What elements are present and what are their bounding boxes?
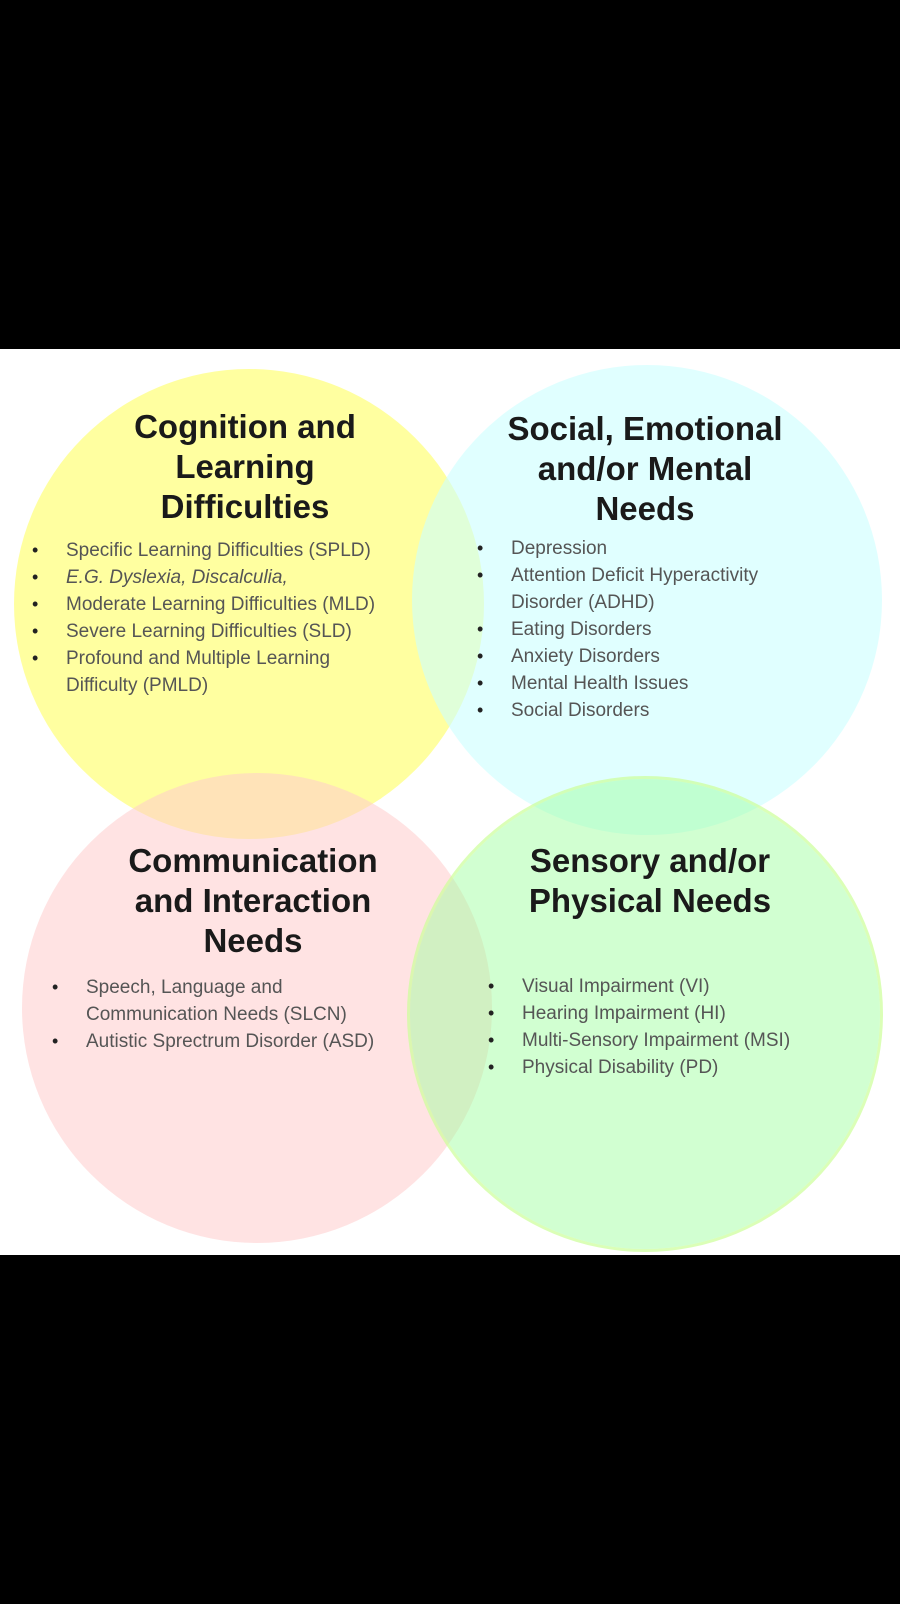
title-line: Social, Emotional [507,410,783,447]
list-item: • Specific Learning Difficulties (SPLD) [30,537,450,564]
bullet-icon: • [477,619,484,639]
bullet-icon: • [32,648,39,668]
bullet-icon: • [32,540,39,560]
list-item-text: Anxiety Disorders [511,646,660,667]
list-item: • Attention Deficit Hyperactivity Disorde… [475,562,815,616]
title-line: Physical Needs [528,882,772,919]
bullet-icon: • [477,565,484,585]
list-item: • Visual Impairment (VI) [486,973,866,1000]
circle-cognition [14,369,484,839]
list-item-text: Mental Health Issues [511,673,689,694]
title-line: Learning [175,448,315,485]
bullet-icon: • [477,646,484,666]
list-item-text: Eating Disorders [511,619,652,640]
list-item-text: Profound and Multiple Learning Difficult… [66,648,331,696]
title-line: Cognition and [134,408,356,445]
bullet-icon: • [32,621,39,641]
title-line: and/or Mental [537,450,753,487]
list-item: • Moderate Learning Difficulties (MLD) [30,591,450,618]
list-item: • Severe Learning Difficulties (SLD) [30,618,450,645]
list-item: • Mental Health Issues [475,670,815,697]
list-item: • Eating Disorders [475,616,815,643]
diagram-panel: Cognition and Learning Difficulties • Spe… [0,349,900,1255]
list-item: • Physical Disability (PD) [486,1054,866,1081]
title-line: Needs [595,490,695,527]
list-item-text: Visual Impairment (VI) [522,976,710,997]
circle-communication [22,773,492,1243]
list-item: • Hearing Impairment (HI) [486,1000,866,1027]
bullet-icon: • [488,1030,495,1050]
social-list: • Depression • Attention Deficit Hyperacti… [475,535,815,724]
list-item-text: Specific Learning Difficulties (SPLD) [66,540,371,561]
list-item-text: Severe Learning Difficulties (SLD) [66,621,352,642]
list-item: • Multi-Sensory Impairment (MSI) [486,1027,866,1054]
cognition-title: Cognition and Learning Difficulties [60,407,430,527]
cognition-list: • Specific Learning Difficulties (SPLD) •… [30,537,450,699]
sensory-list: • Visual Impairment (VI) • Hearing Impairm… [486,973,866,1081]
bullet-icon: • [32,594,39,614]
list-item-text: Multi-Sensory Impairment (MSI) [522,1030,791,1051]
list-item-text: Social Disorders [511,700,650,721]
communication-list: • Speech, Language and Communication Need… [50,974,430,1055]
list-item-text: Attention Deficit Hyperactivity Disorder… [511,565,759,613]
title-line: Needs [203,922,303,959]
title-line: Sensory and/or [529,842,771,879]
bullet-icon: • [32,567,39,587]
list-item: • Autistic Sprectrum Disorder (ASD) [50,1028,430,1055]
sensory-title: Sensory and/or Physical Needs [465,841,835,921]
title-line: Difficulties [160,488,330,525]
title-line: Communication [128,842,378,879]
list-item-text: Autistic Sprectrum Disorder (ASD) [86,1031,375,1052]
list-item-text: Physical Disability (PD) [522,1057,719,1078]
circle-social [412,365,882,835]
bullet-icon: • [52,977,59,997]
title-line: and Interaction [134,882,372,919]
list-item: • Depression [475,535,815,562]
list-item-text: Speech, Language and Communication Needs… [86,977,347,1025]
list-item: • Profound and Multiple Learning Difficul… [30,645,376,699]
circle-sensory [410,779,880,1249]
list-item-text: Moderate Learning Difficulties (MLD) [66,594,376,615]
bullet-icon: • [477,538,484,558]
bullet-icon: • [477,700,484,720]
social-title: Social, Emotional and/or Mental Needs [460,409,830,529]
list-item: • Speech, Language and Communication Need… [50,974,386,1028]
bullet-icon: • [488,976,495,996]
list-item: • E.G. Dyslexia, Discalculia, [30,564,450,591]
list-item-text: Depression [511,538,608,559]
list-item: • Social Disorders [475,697,815,724]
bullet-icon: • [52,1031,59,1051]
list-item-text: E.G. Dyslexia, Discalculia, [66,567,288,588]
bullet-icon: • [488,1057,495,1077]
bullet-icon: • [477,673,484,693]
list-item: • Anxiety Disorders [475,643,815,670]
list-item-text: Hearing Impairment (HI) [522,1003,726,1024]
bullet-icon: • [488,1003,495,1023]
communication-title: Communication and Interaction Needs [68,841,438,961]
